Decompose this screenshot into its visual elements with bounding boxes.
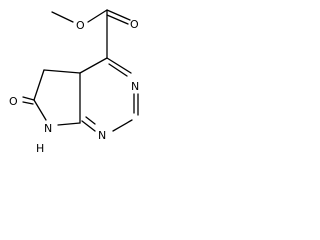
atom-lactam-o: O	[9, 95, 18, 108]
bond-c6-nh	[33, 99, 47, 121]
atom-n1: N	[98, 129, 106, 142]
chemical-structure: O O N N O N H	[9, 9, 139, 155]
bond-carbonyl-double-o-b	[106, 14, 129, 25]
atom-n3: N	[131, 80, 139, 93]
bond-carbonyl-double-o-a	[106, 9, 131, 21]
bond-o-carbonyl	[87, 9, 108, 23]
atom-nh-h: H	[36, 142, 44, 155]
atom-nh-n: N	[44, 122, 52, 135]
bond-c6-o-double-b	[22, 101, 34, 105]
bond-c6-o-double-a	[22, 96, 35, 101]
atom-ester-o-single: O	[76, 19, 85, 32]
bond-n1-c7a-inner	[85, 116, 96, 125]
atom-ester-o-double: O	[130, 18, 139, 31]
bond-c2-n1	[112, 119, 133, 132]
bond-c4a-c5	[43, 69, 81, 74]
bond-c4-n3-inner	[108, 63, 128, 77]
bond-c4-n3	[106, 57, 132, 74]
bond-c5-c6	[33, 69, 45, 101]
bond-n1-c7a	[81, 120, 96, 132]
bond-c4a-c4	[79, 57, 108, 74]
bond-nh-c7a	[57, 122, 81, 126]
bond-methyl-o	[51, 11, 74, 23]
